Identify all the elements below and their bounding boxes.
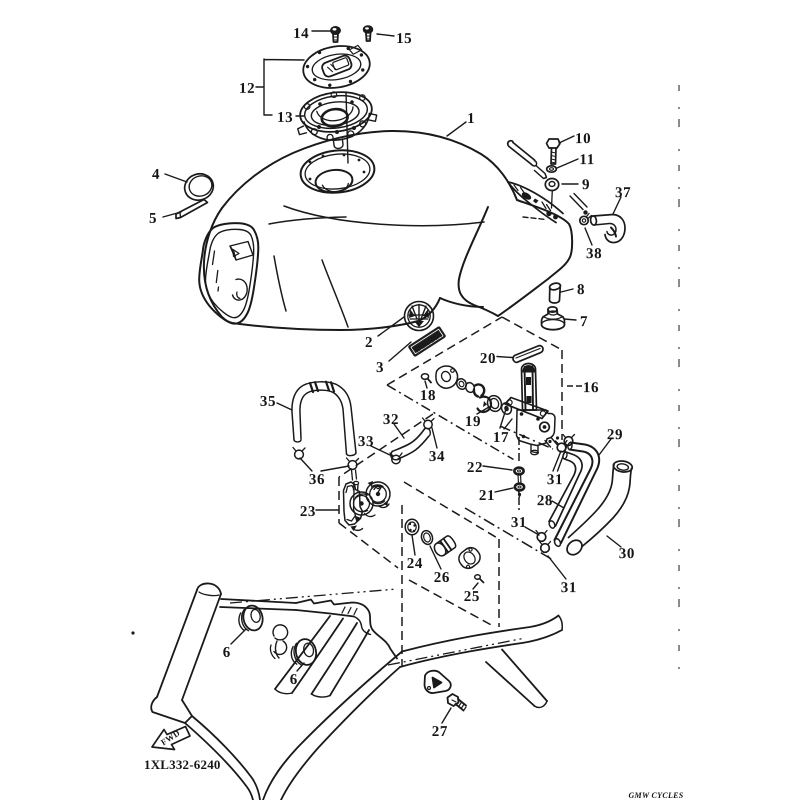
svg-text:8: 8 bbox=[577, 282, 585, 298]
svg-text:38: 38 bbox=[586, 246, 602, 262]
svg-text:15: 15 bbox=[396, 31, 412, 47]
svg-text:16: 16 bbox=[583, 380, 599, 396]
svg-text:5: 5 bbox=[149, 211, 157, 227]
svg-text:27: 27 bbox=[432, 724, 448, 740]
svg-text:21: 21 bbox=[479, 488, 495, 504]
svg-text:23: 23 bbox=[300, 504, 316, 520]
svg-text:31: 31 bbox=[547, 472, 563, 488]
svg-text:31: 31 bbox=[511, 515, 527, 531]
svg-text:36: 36 bbox=[309, 472, 325, 488]
svg-text:1XL332-6240: 1XL332-6240 bbox=[144, 757, 221, 772]
svg-text:6: 6 bbox=[223, 645, 231, 661]
svg-text:25: 25 bbox=[464, 589, 480, 605]
svg-text:18: 18 bbox=[420, 388, 436, 404]
svg-text:24: 24 bbox=[407, 556, 423, 572]
svg-text:11: 11 bbox=[579, 152, 594, 168]
svg-text:30: 30 bbox=[619, 546, 635, 562]
svg-text:35: 35 bbox=[260, 394, 276, 410]
svg-text:37: 37 bbox=[615, 185, 631, 201]
svg-text:29: 29 bbox=[607, 427, 623, 443]
svg-text:7: 7 bbox=[580, 314, 588, 330]
svg-text:28: 28 bbox=[537, 493, 553, 509]
svg-text:3: 3 bbox=[376, 360, 384, 376]
svg-text:6: 6 bbox=[290, 672, 298, 688]
svg-text:22: 22 bbox=[467, 460, 483, 476]
svg-text:1: 1 bbox=[467, 111, 475, 127]
svg-text:26: 26 bbox=[434, 570, 450, 586]
svg-text:17: 17 bbox=[493, 430, 509, 446]
svg-text:4: 4 bbox=[152, 167, 160, 183]
svg-text:19: 19 bbox=[465, 414, 481, 430]
svg-text:34: 34 bbox=[429, 449, 445, 465]
svg-text:GMW CYCLES: GMW CYCLES bbox=[628, 791, 683, 800]
svg-text:2: 2 bbox=[365, 335, 373, 351]
svg-text:13: 13 bbox=[277, 110, 293, 126]
svg-text:10: 10 bbox=[575, 131, 591, 147]
svg-text:31: 31 bbox=[561, 580, 577, 596]
svg-text:20: 20 bbox=[480, 351, 496, 367]
svg-text:9: 9 bbox=[582, 177, 590, 193]
svg-text:33: 33 bbox=[358, 434, 374, 450]
svg-text:14: 14 bbox=[293, 26, 309, 42]
svg-text:12: 12 bbox=[239, 81, 255, 97]
svg-text:32: 32 bbox=[383, 412, 399, 428]
